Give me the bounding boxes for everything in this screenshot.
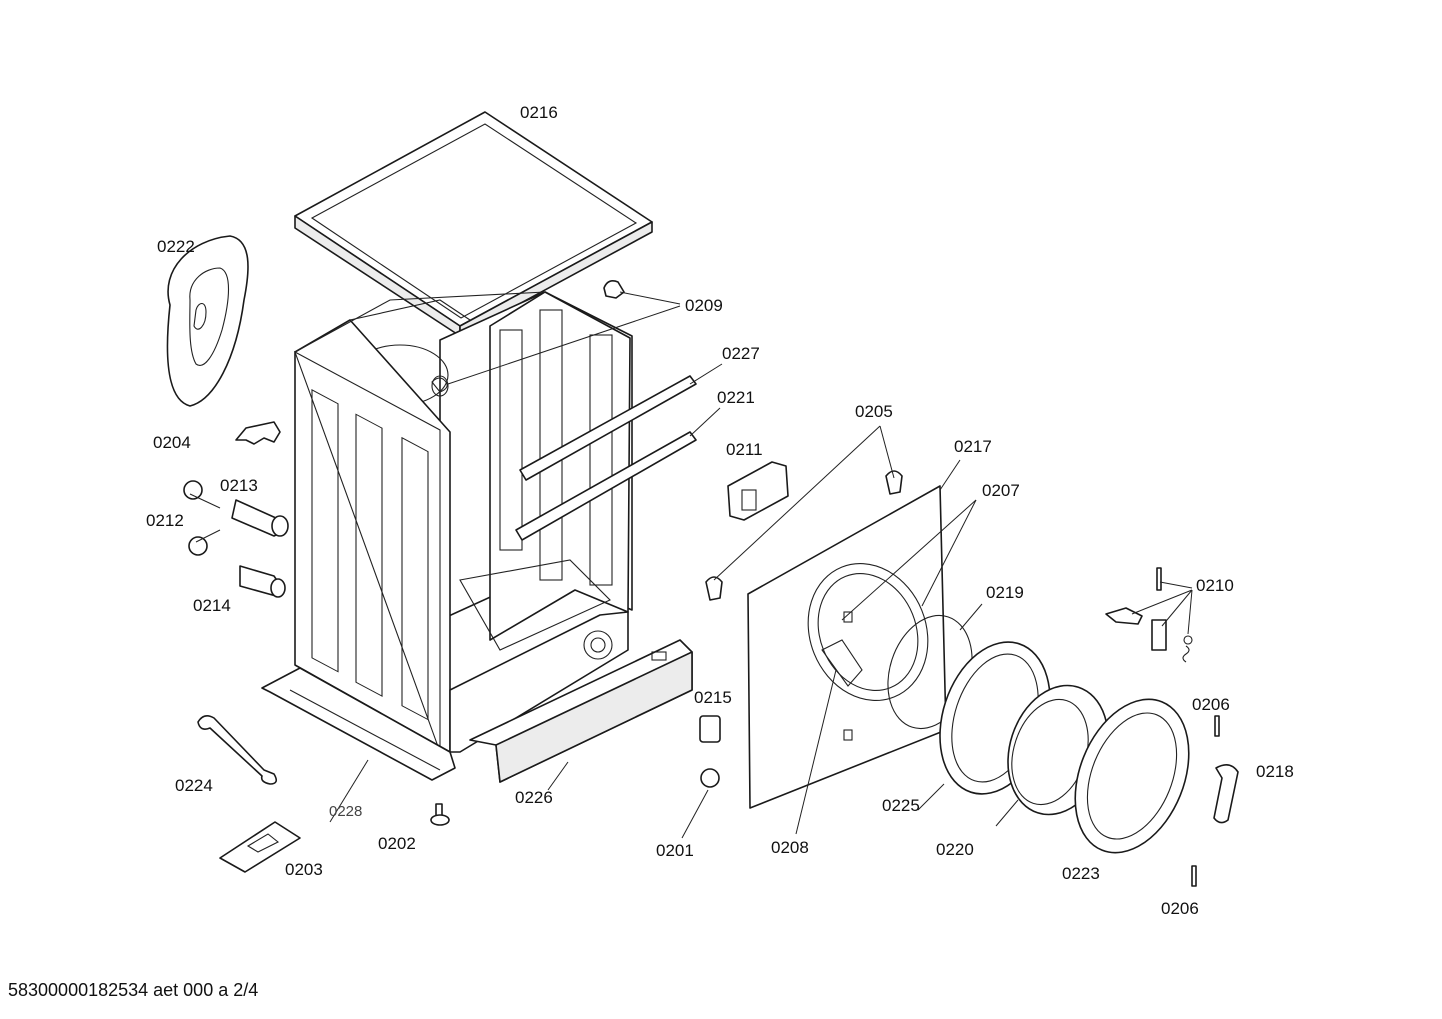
label-0202: 0202 [378, 834, 416, 853]
shock-absorber-0213-part [231, 499, 289, 537]
label-0221: 0221 [717, 388, 755, 407]
hinge-parts-0210 [1105, 567, 1193, 663]
top-cover-part [294, 111, 653, 337]
label-0219: 0219 [986, 583, 1024, 602]
pins-0206-part [1191, 715, 1220, 887]
label-0208: 0208 [771, 838, 809, 857]
label-0213: 0213 [220, 476, 258, 495]
shock-absorber-0214-part [239, 565, 286, 598]
bracket-0204-part [235, 421, 281, 445]
label-0217: 0217 [954, 437, 992, 456]
wrench-0224-part [197, 714, 278, 785]
label-0211: 0211 [726, 440, 763, 459]
cap-0201-part [700, 768, 720, 788]
label-0205: 0205 [855, 402, 893, 421]
label-0222: 0222 [157, 237, 195, 256]
switch-0215-part [699, 715, 721, 743]
clip-0209-part [603, 280, 625, 299]
door-lock-0211-part [727, 461, 789, 521]
door-outer-ring-part [1074, 698, 1190, 854]
label-0201: 0201 [656, 841, 694, 860]
label-0220: 0220 [936, 840, 974, 859]
document-id-footer: 58300000182534 aet 000 a 2/4 [8, 980, 259, 1000]
label-0226: 0226 [515, 788, 553, 807]
label-0227: 0227 [722, 344, 760, 363]
label-0214: 0214 [193, 596, 231, 615]
label-0204: 0204 [153, 433, 191, 452]
part-labels: 0216 0222 0209 0227 0221 0205 0217 0211 … [146, 103, 1294, 918]
exploded-parts-diagram: 0216 0222 0209 0227 0221 0205 0217 0211 … [146, 103, 1294, 918]
front-panel-part [747, 485, 947, 809]
label-0210: 0210 [1196, 576, 1234, 595]
foot-0212-part [183, 480, 208, 556]
label-0203: 0203 [285, 860, 323, 879]
label-0218: 0218 [1256, 762, 1294, 781]
bottom-plate-part [261, 667, 456, 781]
label-0212: 0212 [146, 511, 184, 530]
screw-0202-part [430, 803, 450, 826]
label-0224: 0224 [175, 776, 213, 795]
label-0225: 0225 [882, 796, 920, 815]
label-0207: 0207 [982, 481, 1020, 500]
bracket-0203-part [219, 821, 301, 873]
rear-cover-part [166, 235, 249, 407]
label-0216: 0216 [520, 103, 558, 122]
label-0206-lower: 0206 [1161, 899, 1199, 918]
label-0206-upper: 0206 [1192, 695, 1230, 714]
plinth-panel-part [469, 639, 693, 783]
label-0228: 0228 [329, 803, 362, 820]
label-0223: 0223 [1062, 864, 1100, 883]
handle-0218-part [1213, 764, 1239, 824]
leader-lines [189, 291, 1193, 839]
label-0209: 0209 [685, 296, 723, 315]
cabinet-frame-part [293, 291, 697, 753]
label-0215: 0215 [694, 688, 732, 707]
